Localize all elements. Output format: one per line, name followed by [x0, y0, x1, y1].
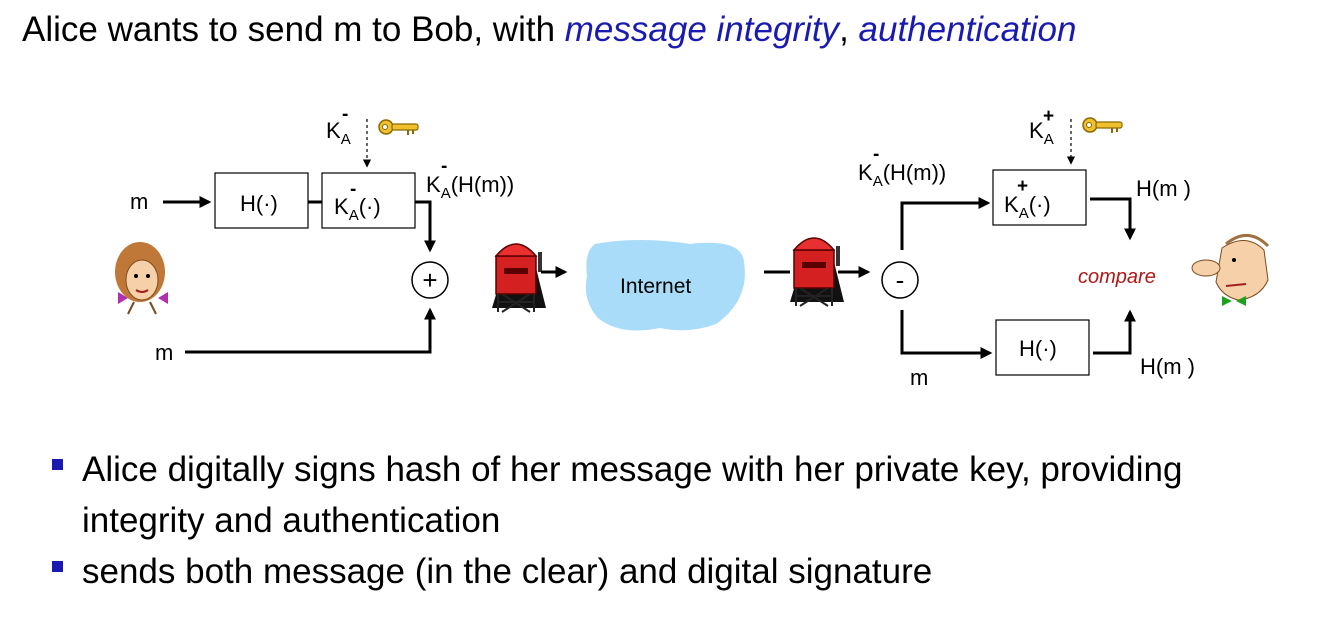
title-integrity: message integrity: [564, 10, 840, 49]
minus-to-verify-arrow: [900, 197, 991, 250]
sender-key-label: KA: [326, 118, 351, 148]
receiver-hash-box-label: H(·): [1019, 336, 1057, 361]
sender-mailbox-icon: [491, 243, 547, 313]
receiver-verify-box-sup: +: [1017, 176, 1028, 197]
sender-hash-box-label: H(·): [240, 191, 278, 216]
bullet-item: Alice digitally signs hash of her messag…: [52, 444, 1252, 546]
compare-label: compare: [1078, 266, 1156, 288]
hash-to-compare-arrow: [1093, 309, 1136, 355]
receiver-verify-box: [992, 169, 1087, 226]
digital-signature-diagram: m H(·) KA(·) - KA - KA(H(m)) - + m Inter…: [115, 104, 1270, 390]
signature-to-plus-arrow: [415, 200, 436, 253]
sender-key-label-sup: -: [342, 104, 348, 125]
sender-m-bottom-label: m: [155, 340, 173, 365]
receiver-m-label: m: [910, 365, 928, 390]
receiver-key-label-sup: +: [1043, 106, 1054, 127]
receiver-hm-bottom-label: H(m ): [1140, 354, 1195, 379]
m-to-plus-arrow: [185, 307, 436, 354]
slide-title: Alice wants to send m to Bob, with messa…: [22, 10, 1076, 50]
title-separator: ,: [839, 10, 859, 49]
sender-m-top-label: m: [130, 189, 148, 214]
receiver-verify-box-label: KA(·): [1004, 192, 1051, 222]
receiver-mailbox-icon: [789, 237, 845, 307]
bullet-item: sends both message (in the clear) and di…: [52, 546, 1252, 597]
internet-cloud: [585, 240, 745, 331]
sender-sign-box-label: KA(·): [334, 194, 381, 224]
receiver-signature-label: KA(H(m)): [858, 160, 946, 190]
title-prefix: Alice wants to send m to Bob, with: [22, 10, 565, 49]
sender-sign-box-sup: -: [350, 179, 356, 200]
split-minus-circle: [881, 261, 919, 299]
private-key-icon: [378, 119, 419, 136]
combine-plus-symbol: +: [422, 265, 437, 295]
alice-icon: [115, 242, 168, 315]
title-authentication: authentication: [858, 10, 1077, 49]
internet-label: Internet: [620, 275, 691, 298]
receiver-key-label: KA: [1029, 118, 1054, 148]
combine-plus-circle: [411, 261, 449, 299]
minus-to-hash-arrow: [900, 310, 993, 359]
public-key-icon: [1082, 117, 1123, 134]
bullet-list: Alice digitally signs hash of her messag…: [52, 444, 1252, 597]
split-minus-symbol: -: [896, 265, 905, 295]
receiver-hash-box: [995, 319, 1090, 376]
verify-to-compare-arrow: [1090, 197, 1136, 241]
sender-sign-box: [321, 172, 416, 229]
sender-signature-label: KA(H(m)): [426, 172, 514, 202]
receiver-hm-top-label: H(m ): [1136, 176, 1191, 201]
bob-icon: [1191, 234, 1270, 306]
receiver-signature-sup: -: [873, 144, 879, 165]
sender-signature-sup: -: [441, 156, 447, 177]
